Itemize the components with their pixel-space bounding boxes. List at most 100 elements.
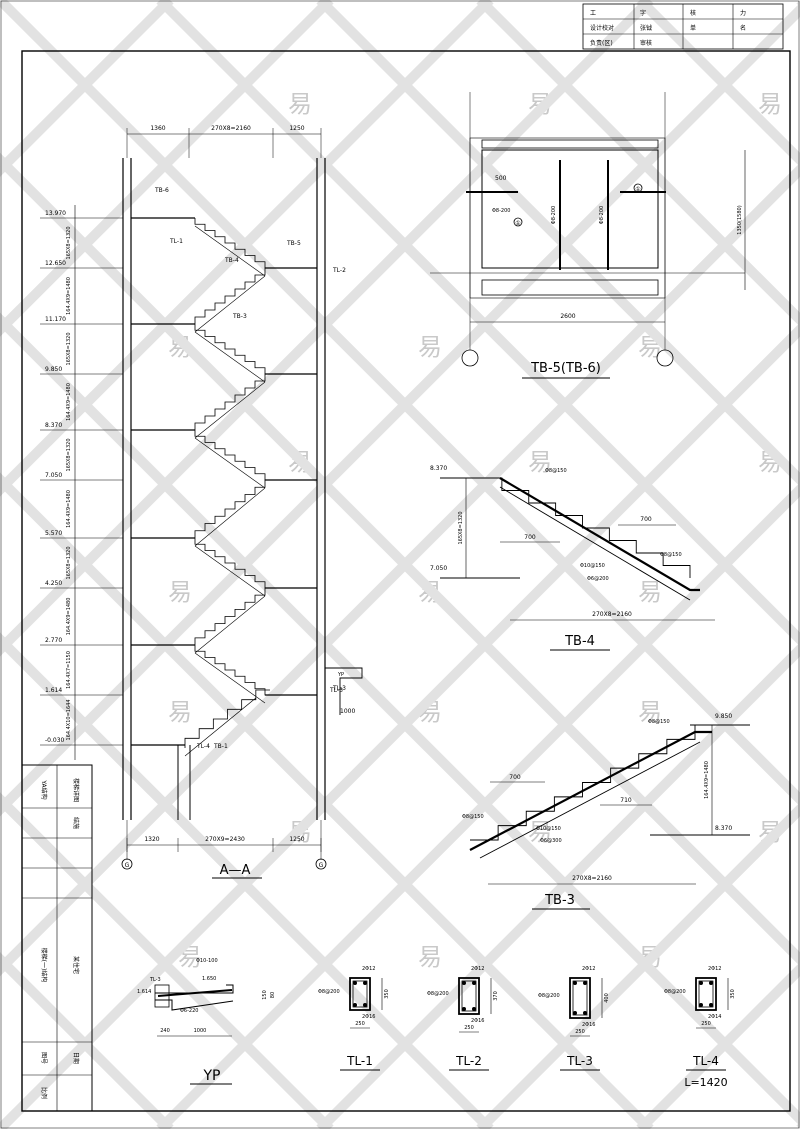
title-block-side-cell: 楼梯详图 (72, 778, 80, 802)
dim-text: 700 (509, 774, 521, 781)
beam-rebar-dot (353, 1003, 357, 1007)
vertical-dim: 164.4X10=1644 (66, 699, 72, 740)
stair-slab-soffit (194, 487, 266, 547)
stair-flight (194, 430, 275, 481)
watermark-stripe (316, 0, 800, 487)
title-block-cell: 力 (740, 9, 746, 17)
beam-stirrup-label: Φ8@200 (318, 989, 340, 995)
watermark-glyph: 易 (528, 448, 552, 476)
watermark-glyph: 易 (168, 698, 192, 726)
dim-text: 165X8=1320 (458, 511, 464, 544)
title-block-cell: 工 (590, 10, 596, 17)
beam-plan (481, 139, 659, 149)
axis-label: G (319, 862, 324, 869)
beam-bottom-bar: 2Φ16 (362, 1014, 375, 1020)
watermark-stripe (0, 792, 334, 1129)
elevation-label: 12.650 (45, 260, 66, 267)
dim-text: 1320 (144, 836, 159, 843)
elevation-label: 13.970 (45, 210, 66, 217)
stair-flight (194, 645, 275, 696)
flight-label: TB-6 (154, 187, 169, 194)
vertical-dim: 164.4X9=1480 (66, 490, 72, 528)
beam-rebar-dot (363, 981, 367, 985)
beam-stirrup (352, 980, 368, 1008)
beam-rebar-dot (353, 981, 357, 985)
elevation-label: 4.250 (45, 580, 62, 587)
beam-width: 250 (701, 1021, 711, 1027)
rebar-marker (513, 217, 523, 227)
beam-width: 250 (575, 1029, 585, 1035)
elevation-label: 8.370 (430, 465, 447, 472)
beam-rebar-dot (699, 981, 703, 985)
beam-height: 350 (730, 989, 736, 999)
elevation-label: 8.370 (45, 422, 62, 429)
beam-title: TL-1 (346, 1054, 373, 1068)
elevation-label: 9.850 (715, 713, 732, 720)
beam-rebar-dot (363, 1003, 367, 1007)
dim-text: 1360 (150, 125, 165, 132)
beam-width: 250 (464, 1025, 474, 1031)
dim-text: 1000 (194, 1028, 207, 1034)
beam-bottom-bar: 2Φ16 (582, 1022, 595, 1028)
rebar-label: Φ8-200 (492, 208, 510, 214)
rebar-marker-label: ① (515, 220, 520, 227)
watermark-stripe (476, 802, 800, 1129)
elevation-label: -0.030 (45, 737, 65, 744)
beam-rebar-dot (583, 1011, 587, 1015)
axis-bubble (461, 349, 479, 367)
stair-slab-soffit (194, 437, 266, 489)
axis-bubble (656, 349, 674, 367)
slab-support (469, 137, 666, 299)
elevation-label: 1.614 (45, 687, 62, 694)
canopy-outline (325, 667, 363, 715)
canopy-label: 1000 (340, 708, 355, 715)
title-block-side-cell: 图号 (40, 1052, 47, 1064)
watermark-stripe (0, 632, 494, 1129)
title-block-cell: 张钺 (640, 24, 652, 32)
beam-rebar-dot (472, 981, 476, 985)
drawing-border (21, 50, 791, 1112)
beam-top-bar: 2Φ12 (708, 966, 721, 972)
vertical-dim: 165X8=1320 (66, 226, 72, 259)
tb4-section: 8.3707.050165X8=1320270X8=2160Φ8@150Φ8@1… (430, 465, 715, 651)
beam-top-bar: 2Φ12 (362, 966, 375, 972)
title-block-side-cell: 某住宅 (72, 956, 80, 974)
beam-label: TL-1 (169, 238, 183, 245)
vertical-dim: 165X8=1320 (66, 332, 72, 365)
beam-stirrup (461, 980, 477, 1012)
beam-rebar-dot (472, 1007, 476, 1011)
canopy-label: YP (337, 672, 344, 678)
rebar-label: Φ8@150 (648, 719, 670, 725)
watermark-stripe (0, 0, 494, 497)
dim-text: 240 (160, 1028, 170, 1034)
watermark-glyph: 易 (168, 578, 192, 606)
axis-label: G (125, 862, 130, 869)
section-title: A—A (220, 863, 251, 878)
yp-label: 1.650 (202, 976, 216, 982)
elevation-label: 2.770 (45, 637, 62, 644)
elevation-label: 7.050 (45, 472, 62, 479)
beam-rebar-dot (699, 1003, 703, 1007)
beam-stirrup (698, 980, 714, 1008)
elevation-label: 11.170 (45, 316, 66, 323)
dim-text: 270X9=2430 (205, 836, 245, 843)
rebar-label: Φ8-200 (551, 206, 557, 224)
stair-flight (194, 587, 275, 645)
watermark-stripe (316, 642, 800, 1129)
beam-sections: 2Φ12Φ8@2002Φ16250350TL-12Φ12Φ8@2002Φ1625… (318, 966, 736, 1089)
rebar-label: Φ6@300 (540, 838, 562, 844)
rebar-label: Φ8@150 (545, 468, 567, 474)
flight-label: TB-5 (286, 240, 301, 247)
title-block-cell: 字 (640, 9, 646, 17)
axis-bubble-right (315, 858, 327, 870)
title-block-cell: 核 (690, 9, 696, 17)
dim-text: 500 (495, 175, 507, 182)
beam-stirrup-label: Φ8@200 (427, 991, 449, 997)
dim-text: 270X8=2160 (592, 611, 632, 618)
beam-top-bar: 2Φ12 (582, 966, 595, 972)
title-block-top: 工字核力设计校对张钺单名负责(区)审核 (582, 3, 784, 50)
